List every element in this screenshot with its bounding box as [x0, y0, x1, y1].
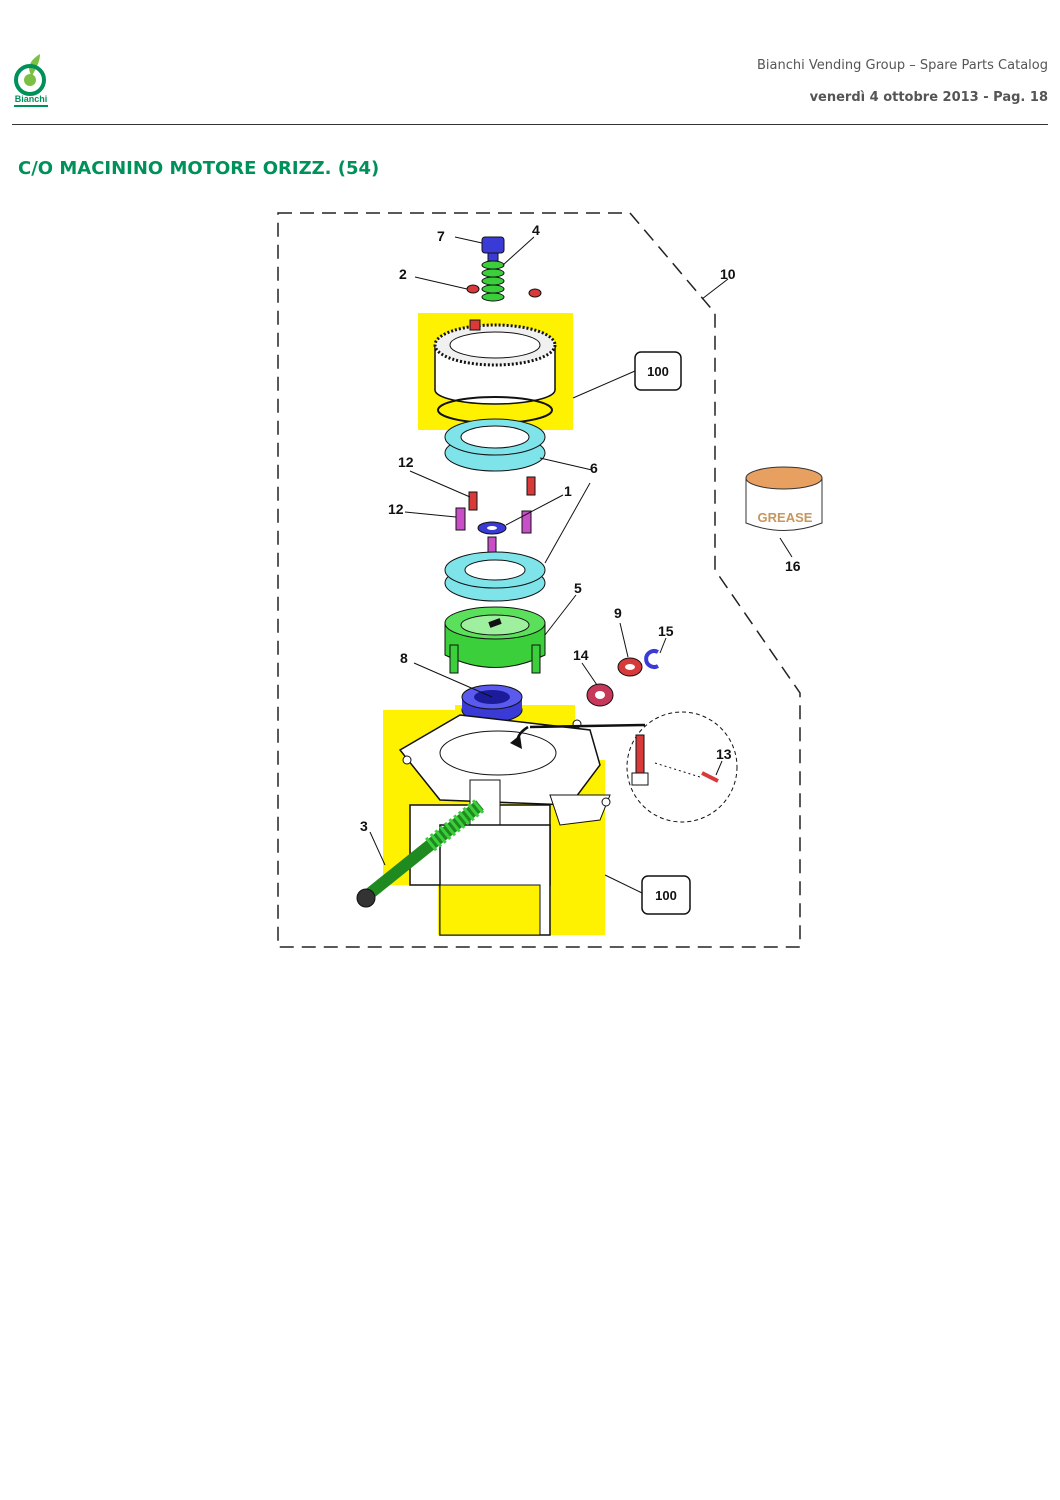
part-1-washer: [477, 521, 507, 558]
catalog-title: Bianchi Vending Group – Spare Parts Cata…: [757, 58, 1048, 73]
label-part-15: 15: [658, 623, 674, 639]
part-16-grease-tub: GREASE: [745, 466, 823, 531]
detail-arrow: [510, 723, 646, 749]
assembly-outline: [277, 212, 801, 948]
label-part-1: 1: [564, 483, 572, 499]
part-12-screws: [455, 476, 536, 534]
part-15-clip: [644, 649, 659, 669]
label-part-12-lower: 12: [388, 501, 404, 517]
callout-label-top: 100: [647, 364, 669, 379]
part-14-spacer: [586, 683, 614, 707]
label-part-9: 9: [614, 605, 622, 621]
label-part-6: 6: [590, 460, 598, 476]
part-2-nuts: [466, 284, 542, 298]
label-part-5: 5: [574, 580, 582, 596]
label-part-3: 3: [360, 818, 368, 834]
label-part-10: 10: [720, 266, 736, 282]
label-part-14: 14: [573, 647, 589, 663]
date-page-number: venerdì 4 ottobre 2013 - Pag. 18: [809, 90, 1048, 105]
part-9-washer: [617, 657, 643, 677]
label-part-16: 16: [785, 558, 801, 574]
section-title: C/O MACININO MOTORE ORIZZ. (54): [18, 158, 380, 179]
part-6-cyan-ring-upper: [444, 418, 546, 472]
motor-housing: [398, 714, 611, 936]
label-part-13: 13: [716, 746, 732, 762]
label-part-4: 4: [532, 222, 540, 238]
label-part-8: 8: [400, 650, 408, 666]
label-part-7: 7: [437, 228, 445, 244]
exploded-parts-diagram: GREASE 100 100 7 4 2: [270, 205, 830, 955]
callout-label-bottom: 100: [655, 888, 677, 903]
header-divider: [12, 124, 1048, 125]
label-part-12-upper: 12: [398, 454, 414, 470]
part-7-bolt: [481, 236, 505, 262]
grease-label: GREASE: [758, 510, 813, 525]
callout-box-bottom: 100: [604, 874, 691, 915]
page-header: Bianchi Bianchi Vending Group – Spare Pa…: [0, 0, 1060, 130]
part-3-worm-shaft: [356, 798, 485, 908]
label-part-2: 2: [399, 266, 407, 282]
detail-circle: [626, 711, 738, 823]
callout-box-top: 100: [572, 351, 682, 399]
part-4-spring: [481, 260, 505, 302]
bianchi-logo: Bianchi: [14, 54, 48, 107]
logo-text: Bianchi: [15, 94, 48, 104]
part-6-cyan-ring-lower: [444, 551, 546, 602]
part-5-green-grinder: [444, 606, 546, 674]
